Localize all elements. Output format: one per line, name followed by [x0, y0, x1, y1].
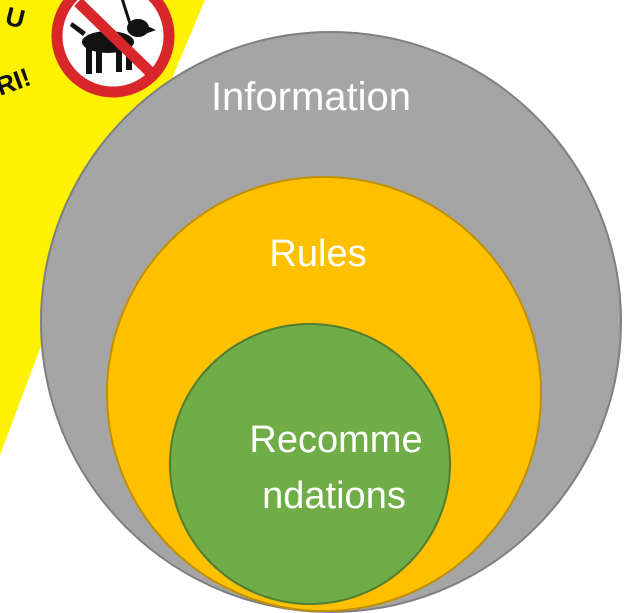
recommendations-label-line-1: Recomme: [249, 419, 422, 461]
yellow-sign-backdrop: [0, 0, 205, 455]
rules-label: Rules: [269, 233, 366, 275]
recommendations-circle: [169, 323, 451, 605]
information-label: Information: [211, 75, 411, 119]
no-dogs-sign-icon: [51, 0, 175, 98]
recommendations-label-line-2: ndations: [262, 475, 406, 517]
